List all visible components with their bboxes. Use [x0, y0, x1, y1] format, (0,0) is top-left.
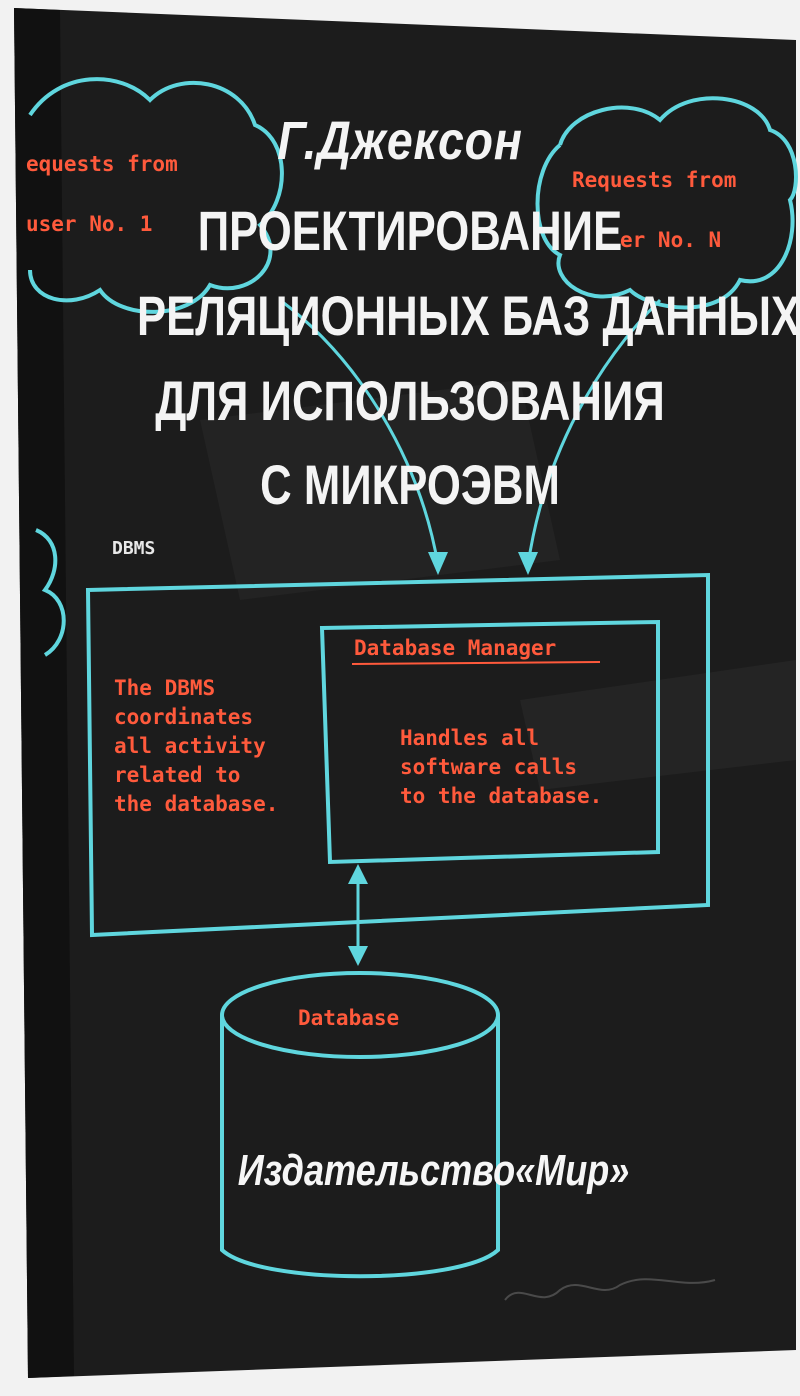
publisher-name: Издательство«Мир»: [237, 1146, 630, 1195]
database-manager-box: [319, 619, 660, 865]
dbms-desc-line-1: The DBMS: [114, 676, 216, 700]
manager-desc-line-2: software calls: [400, 755, 578, 779]
cloud-left-shape: [28, 77, 284, 314]
manager-title-underline: [351, 661, 601, 665]
arrowhead-down: [348, 946, 368, 966]
cover-spine: [14, 8, 74, 1378]
handwritten-signature: [504, 1278, 716, 1301]
dbms-desc-line-2: coordinates: [114, 705, 254, 729]
arrow-right-request: [526, 298, 662, 566]
dbms-desc-line-4: related to: [114, 763, 241, 787]
arrowhead-up: [348, 864, 368, 884]
manager-desc-line-1: Handles all: [400, 726, 540, 750]
cloud-right-text-1: Requests from: [572, 168, 737, 192]
arrowhead-right-request: [518, 552, 538, 575]
title-line-2: РЕЛЯЦИОННЫХ БАЗ ДАННЫХ: [137, 284, 800, 347]
dbms-desc-line-3: all activity: [114, 734, 266, 758]
arrow-left-request: [279, 298, 440, 566]
title-line-1: ПРОЕКТИРОВАНИЕ: [197, 199, 623, 262]
dbms-label: DBMS: [112, 538, 156, 559]
title-line-4: С МИКРОЭВМ: [260, 453, 560, 516]
dbms-desc-line-5: the database.: [114, 792, 279, 816]
dbms-box: [85, 572, 710, 938]
cloud-right-text-2: er No. N: [620, 228, 722, 252]
cloud-left-text-2: user No. 1: [26, 212, 153, 236]
cover-sheen: [200, 380, 560, 600]
cloud-right-shape: [535, 96, 798, 310]
database-label: Database: [298, 1006, 400, 1030]
arrowhead-left-request: [428, 552, 448, 575]
title-line-3: ДЛЯ ИСПОЛЬЗОВАНИЯ: [155, 369, 665, 432]
cloud-left-text-1: equests from: [26, 152, 178, 176]
cloud-edge-shape: [35, 528, 66, 657]
cover-background: [14, 8, 796, 1378]
database-cylinder-body: [220, 1015, 500, 1279]
manager-title: Database Manager: [354, 636, 557, 660]
author-name: Г.Джексон: [277, 111, 523, 171]
manager-desc-line-3: to the database.: [400, 784, 603, 808]
